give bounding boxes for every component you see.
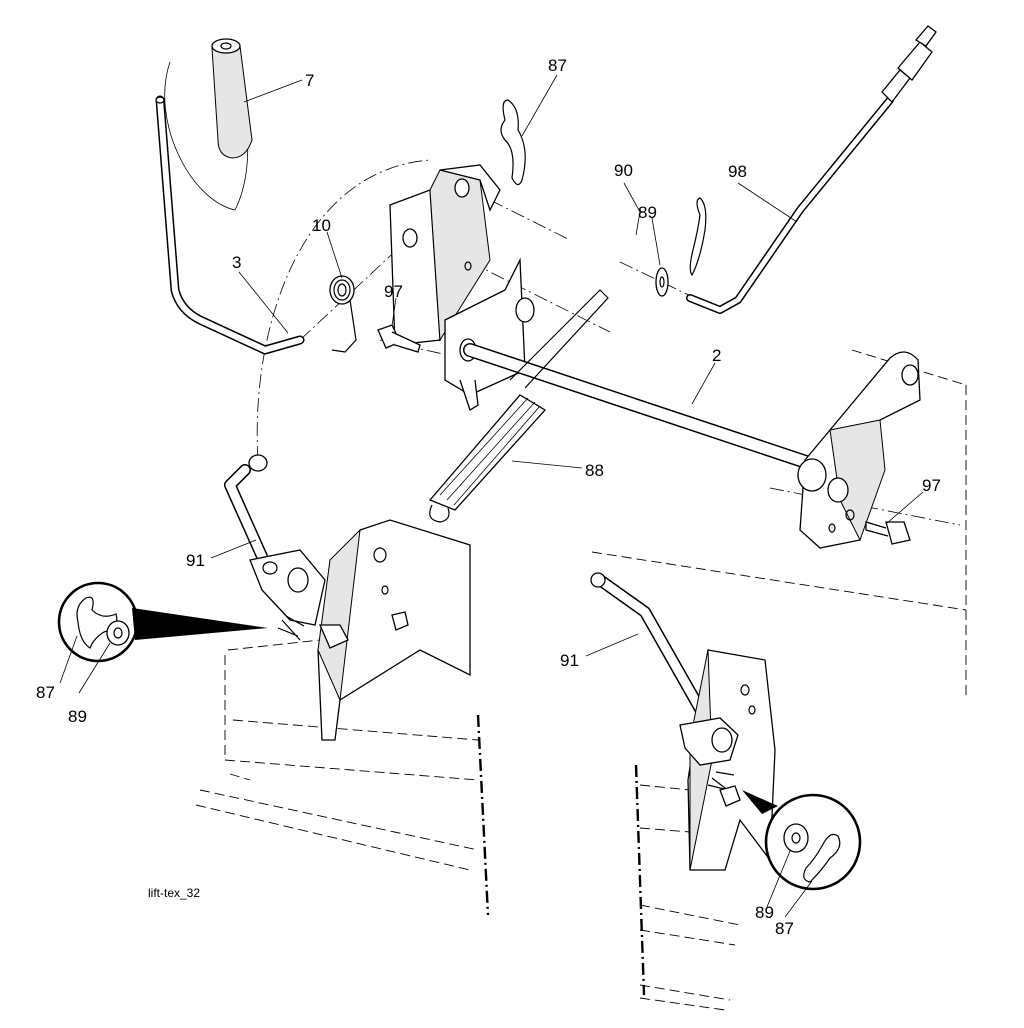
lift-link-left — [224, 454, 274, 576]
callout-10: 10 — [312, 216, 331, 235]
lift-shaft — [463, 343, 837, 477]
callout-labels: 7 3 10 87 97 90 89 98 2 88 97 91 91 87 8… — [36, 56, 941, 938]
leader-lines — [59, 74, 924, 918]
handle-grip — [211, 38, 253, 159]
right-lift-arm — [797, 351, 921, 549]
callout-87-left: 87 — [36, 683, 55, 702]
callout-91-left: 91 — [186, 551, 205, 570]
callout-89-left: 89 — [68, 707, 87, 726]
callout-90: 90 — [614, 161, 633, 180]
hairpin-clip-top — [500, 99, 526, 186]
lift-link-right — [590, 572, 718, 736]
hairpin-clip-90 — [689, 197, 707, 277]
callout-7: 7 — [305, 71, 314, 90]
callout-87-right: 87 — [775, 919, 794, 938]
callout-3: 3 — [232, 253, 241, 272]
right-deck-outline — [591, 349, 967, 1011]
torsion-spring — [329, 275, 357, 353]
shoulder-bolt-right — [865, 521, 911, 545]
adjustment-rod — [686, 25, 937, 314]
callout-91-right: 91 — [560, 651, 579, 670]
extension-spring — [428, 289, 609, 523]
callout-87-top: 87 — [548, 56, 567, 75]
lift-handle-rod — [155, 95, 305, 355]
shoulder-bolt-top — [377, 324, 421, 353]
detail-magnifier-right — [742, 790, 862, 891]
washer-top — [655, 267, 669, 297]
figure-id: lift-tex_32 — [148, 886, 200, 900]
callout-2: 2 — [712, 346, 721, 365]
left-deck-bracket — [249, 519, 471, 741]
callout-88: 88 — [585, 461, 604, 480]
callout-89-top: 89 — [638, 203, 657, 222]
callout-98: 98 — [728, 162, 747, 181]
callout-97-top: 97 — [384, 282, 403, 301]
callout-89-right: 89 — [755, 903, 774, 922]
center-bracket — [389, 164, 535, 411]
callout-97-right: 97 — [922, 476, 941, 495]
right-deck-bracket — [679, 649, 776, 871]
detail-magnifier-left — [57, 581, 268, 663]
left-deck-outline — [195, 639, 490, 916]
